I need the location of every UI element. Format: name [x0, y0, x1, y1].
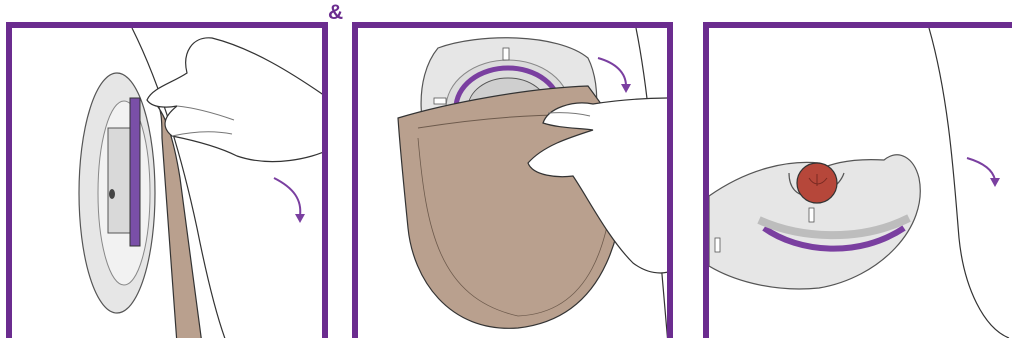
step-panel-2	[352, 22, 673, 338]
skin-barrier-icon	[79, 73, 155, 313]
step-2-illustration	[358, 28, 673, 338]
stoma-icon	[797, 163, 837, 203]
step-1-illustration	[12, 28, 328, 338]
ampersand-separator: &	[328, 2, 343, 24]
hand-icon	[147, 38, 328, 162]
curved-arrow-icon	[967, 158, 1000, 187]
step-panel-1	[6, 22, 328, 338]
curved-arrow-icon	[598, 58, 631, 93]
curved-arrow-icon	[274, 178, 305, 223]
step-3-illustration	[709, 28, 1012, 338]
step-panel-3	[703, 22, 1012, 338]
